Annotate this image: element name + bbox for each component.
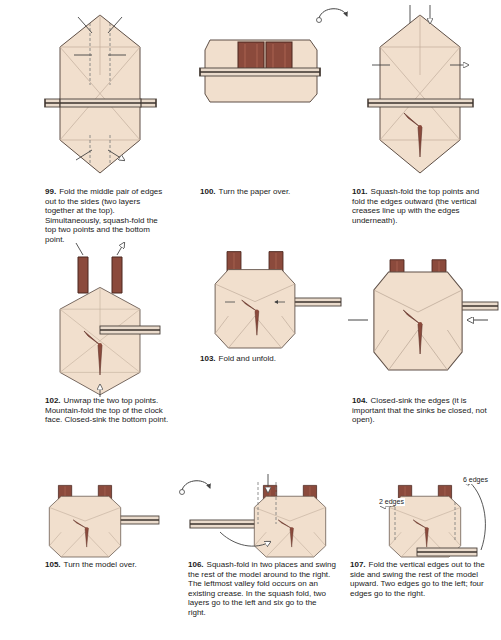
step-number: 103.	[200, 354, 216, 363]
step-number: 104.	[352, 396, 368, 405]
step-caption: 104.Closed-sink the edges (it is importa…	[352, 396, 487, 425]
step-101-figure	[368, 5, 473, 173]
step-number: 106.	[188, 560, 204, 569]
step-106-figure	[190, 474, 326, 557]
step-103-figure	[215, 252, 341, 348]
step-number: 100.	[200, 187, 216, 196]
step-caption: 99.Fold the middle pair of edges out to …	[45, 187, 170, 245]
step-caption: 106.Squash-fold in two places and swing …	[188, 560, 336, 618]
step-number: 99.	[45, 187, 56, 196]
step-instruction: Turn the model over.	[64, 560, 137, 569]
step-caption: 101.Squash-fold the top points and fold …	[352, 187, 487, 225]
edge-count-label: 6 edges	[462, 476, 489, 484]
step-instruction: Closed-sink the edges (it is important t…	[352, 396, 487, 424]
step-number: 105.	[45, 560, 61, 569]
step-caption: 107.Fold the vertical edges out to the s…	[350, 560, 490, 598]
step-instruction: Fold the middle pair of edges out to the…	[45, 187, 162, 244]
step-caption: 105.Turn the model over.	[45, 560, 170, 570]
step-104-figure	[348, 260, 498, 370]
step-caption: 102.Unwrap the two top points. Mountain-…	[45, 396, 170, 425]
step-99-figure	[45, 15, 156, 173]
step-107-figure	[381, 480, 485, 557]
step-instruction: Unwrap the two top points. Mountain-fold…	[45, 396, 168, 424]
step-instruction: Fold the vertical edges out to the side …	[350, 560, 485, 598]
step-instruction: Turn the paper over.	[219, 187, 291, 196]
step-caption: 100.Turn the paper over.	[200, 187, 320, 197]
step-number: 101.	[352, 187, 368, 196]
step-100-figure	[200, 40, 320, 102]
edge-count-label: 2 edges	[378, 498, 405, 506]
step-105-figure	[49, 485, 159, 557]
step-number: 107.	[350, 560, 366, 569]
step-instruction: Fold and unfold.	[219, 354, 276, 363]
step-caption: 103.Fold and unfold.	[200, 354, 320, 364]
step-number: 102.	[45, 396, 61, 405]
step-instruction: Squash-fold the top points and fold the …	[352, 187, 479, 225]
step-instruction: Squash-fold in two places and swing the …	[188, 560, 336, 617]
step-102-figure	[60, 243, 160, 397]
